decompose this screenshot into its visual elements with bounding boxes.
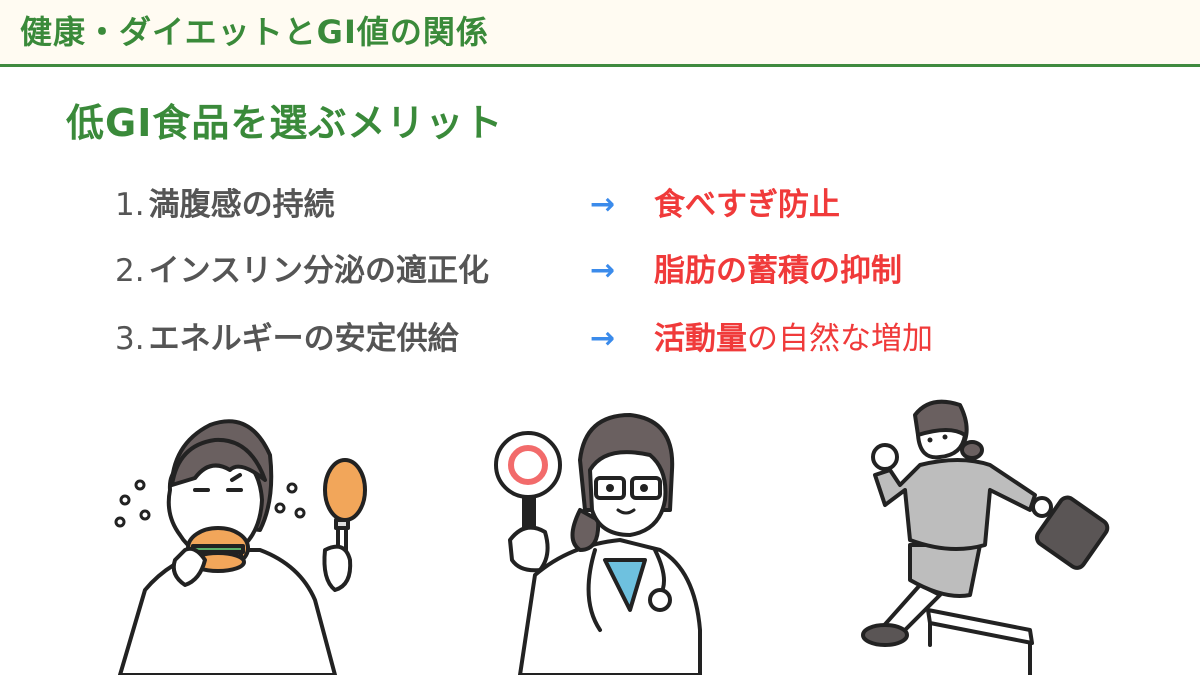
arrow-right-icon: → — [590, 321, 616, 356]
benefit-text: エネルギーの安定供給 — [148, 321, 459, 357]
benefit-row-2: 2.インスリン分泌の適正化 → 脂肪の蓄積の抑制 — [0, 246, 1200, 296]
woman-overeating-illustration — [114, 419, 367, 675]
benefit-text: 満腹感の持続 — [148, 187, 335, 223]
benefit-result: 脂肪の蓄積の抑制 — [654, 246, 902, 296]
result-bold: 食べすぎ防止 — [654, 187, 840, 223]
benefit-number: 2. — [115, 253, 145, 289]
result-bold: 脂肪の蓄積の抑制 — [654, 253, 902, 289]
arrow-right-icon: → — [590, 187, 616, 222]
benefit-row-1: 1.満腹感の持続 → 食べすぎ防止 — [0, 180, 1200, 230]
page-title: 健康・ダイエットとGI値の関係 — [20, 13, 489, 51]
benefit-result: 食べすぎ防止 — [654, 180, 840, 230]
benefit-label: 3.エネルギーの安定供給 — [115, 314, 459, 364]
benefit-text: インスリン分泌の適正化 — [148, 253, 489, 289]
benefit-label: 1.満腹感の持続 — [115, 180, 335, 230]
header-divider — [0, 64, 1200, 67]
benefit-number: 3. — [115, 321, 145, 357]
result-regular: の自然な増加 — [747, 321, 933, 357]
businesswoman-hurdle-illustration — [861, 399, 1110, 675]
benefit-number: 1. — [115, 187, 145, 223]
header-band: 健康・ダイエットとGI値の関係 — [0, 0, 1200, 64]
section-heading: 低GI食品を選ぶメリット — [66, 101, 504, 145]
benefit-label: 2.インスリン分泌の適正化 — [115, 246, 489, 296]
arrow-right-icon: → — [590, 253, 616, 288]
benefit-row-3: 3.エネルギーの安定供給 → 活動量の自然な増加 — [0, 314, 1200, 364]
result-bold: 活動量 — [654, 321, 747, 357]
benefit-result: 活動量の自然な増加 — [654, 314, 933, 364]
doctor-illustration — [494, 413, 702, 675]
